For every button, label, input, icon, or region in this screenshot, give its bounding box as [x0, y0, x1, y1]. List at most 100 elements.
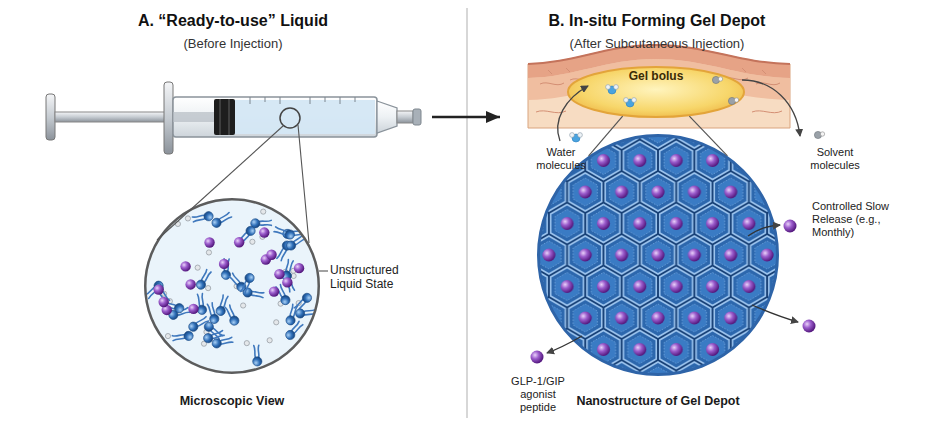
release-arrow	[752, 305, 798, 322]
lipid-head	[244, 224, 257, 237]
bolus-label: Gel bolus	[629, 69, 684, 83]
peptide-sphere	[219, 259, 229, 269]
lipid-tail	[158, 290, 169, 304]
magnified-circle-outline	[539, 136, 778, 375]
lipid-head	[183, 331, 193, 341]
lipid-molecule	[239, 272, 256, 295]
gel-bolus: Gel bolus	[567, 66, 745, 118]
peptide-sphere	[294, 263, 304, 273]
lipid-head	[152, 279, 165, 292]
peptide-sphere	[234, 237, 244, 247]
lipid-tail	[175, 308, 189, 317]
peptide-sphere	[180, 261, 190, 271]
lipid-molecule	[152, 282, 171, 304]
lipid-molecule	[163, 299, 185, 313]
lipid-molecule	[284, 320, 305, 341]
lipid-tail	[229, 273, 241, 286]
lipid-tail	[145, 286, 158, 299]
rubber-stopper	[214, 99, 235, 135]
lipid-head	[221, 270, 231, 280]
peptide-sphere	[266, 250, 276, 260]
magnified-circle-shape	[537, 134, 779, 376]
peptide-sphere	[158, 297, 168, 307]
lipid-molecule	[242, 287, 264, 300]
lipid-tail	[210, 331, 224, 340]
lipid-tail	[207, 303, 215, 317]
skin-surface	[528, 45, 790, 64]
solvent-molecule	[261, 209, 266, 214]
lipid-tail	[290, 321, 302, 334]
lipid-head	[228, 314, 240, 326]
lipid-head	[242, 287, 253, 298]
graduation-marks	[250, 97, 355, 104]
solvent-molecule	[244, 341, 249, 346]
lipid-molecule	[285, 304, 300, 326]
lipid-molecule	[195, 293, 207, 315]
zoom-line	[298, 125, 309, 243]
zoom-spot	[280, 108, 300, 128]
lipid-molecule	[293, 291, 314, 312]
stopper-rib	[219, 99, 221, 135]
lipid-head	[295, 308, 305, 318]
lipid-molecule	[252, 345, 262, 366]
lipid-tail	[285, 278, 294, 292]
lipid-tail	[197, 294, 204, 308]
lipid-molecule	[215, 294, 230, 316]
lipid-head	[281, 270, 292, 281]
lipid-tail	[172, 334, 186, 341]
dermis-layer	[528, 59, 790, 100]
lipid-molecule	[210, 211, 232, 229]
panel-title: B. In-situ Forming Gel Depot	[549, 11, 766, 30]
lipid-head	[209, 313, 220, 324]
tip-cap	[413, 109, 421, 125]
leader-line	[319, 270, 328, 271]
lipid-molecule	[192, 211, 214, 224]
solvent-molecule	[250, 239, 255, 244]
peptide-sphere	[261, 254, 271, 264]
peptide-sphere	[259, 227, 269, 237]
plunger-rod	[173, 112, 214, 122]
lipid-head	[187, 320, 200, 333]
lipid-molecule	[144, 279, 165, 300]
lipid-molecule	[285, 233, 307, 252]
lipid-tail	[200, 270, 211, 284]
solvent-molecule	[241, 303, 246, 308]
solvent-molecule	[206, 286, 211, 291]
skin-section	[528, 45, 790, 128]
lipid-tail	[254, 345, 260, 358]
lipid-molecule	[275, 239, 293, 261]
lipid-molecule	[281, 259, 295, 281]
solvent-molecule	[728, 97, 738, 104]
lipid-head	[215, 305, 227, 317]
lipid-tail	[294, 298, 307, 311]
peptide-sphere	[274, 269, 284, 279]
lipid-molecule	[187, 315, 209, 333]
zoom-line	[157, 126, 283, 240]
lipid-tail	[303, 309, 316, 315]
water-molecule	[570, 133, 583, 142]
peptide-label: GLP-1/GIP agonist peptide	[508, 375, 568, 414]
transition-arrow	[432, 116, 500, 119]
lipid-tail	[250, 291, 264, 298]
lipid-molecule	[251, 218, 272, 228]
lipid-head	[211, 338, 222, 349]
lipid-molecule	[295, 307, 316, 318]
solvent-molecule	[267, 338, 272, 343]
plunger-rod	[55, 112, 165, 122]
state-label: Unstructured Liquid State	[330, 263, 416, 291]
lipid-head	[285, 239, 298, 252]
solvent-molecule	[291, 268, 296, 273]
lipid-tail	[274, 227, 288, 236]
lipid-tail	[163, 302, 177, 310]
lipid-head	[282, 229, 292, 239]
lipid-molecule	[202, 329, 224, 344]
gel-bolus-shape	[567, 66, 745, 118]
hexagonal-gel-phase	[536, 133, 780, 377]
lipid-head	[281, 239, 294, 252]
lipid-head	[195, 278, 208, 291]
water-influx-arrow	[558, 86, 588, 141]
lipid-head	[235, 280, 248, 293]
